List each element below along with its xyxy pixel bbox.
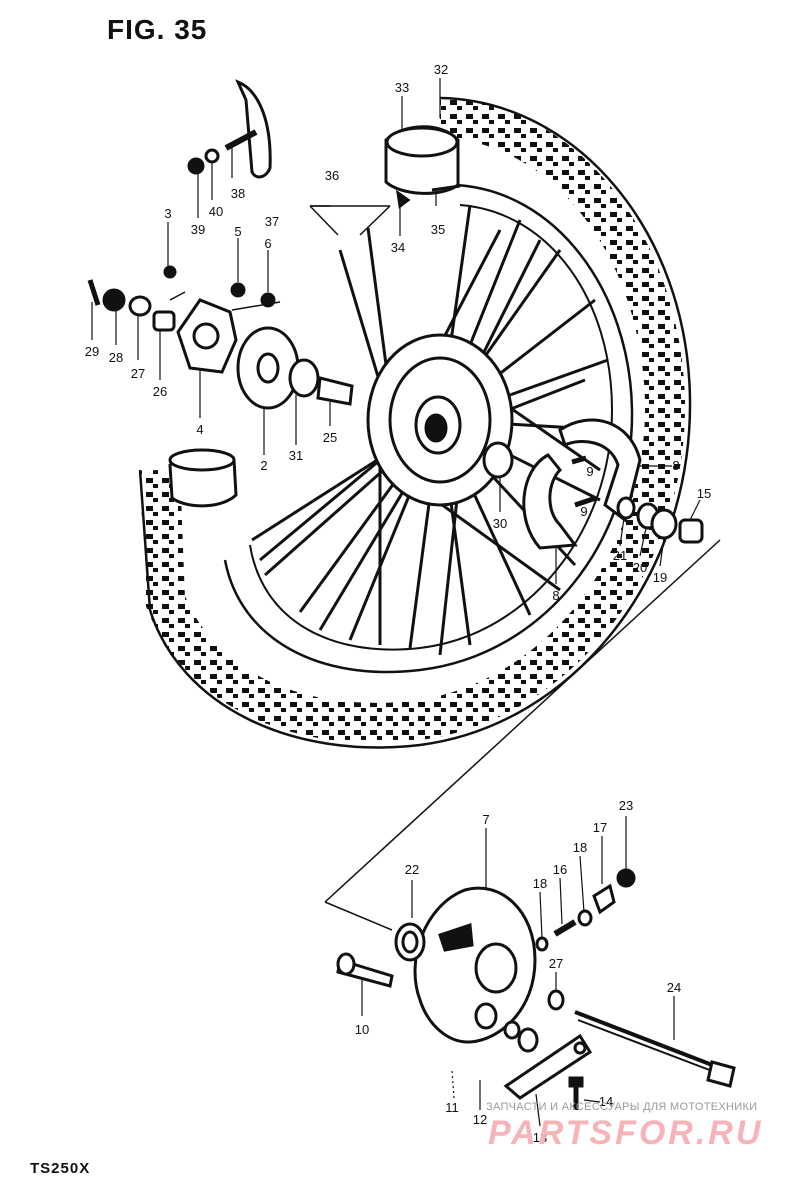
callout-7: 7 xyxy=(482,812,489,827)
callout-8-top: 8 xyxy=(672,458,679,473)
callout-9-top: 9 xyxy=(586,464,593,479)
callout-9-bottom: 9 xyxy=(580,504,587,519)
figure-title: FIG. 35 xyxy=(107,14,208,45)
callout-23: 23 xyxy=(619,798,633,813)
callout-30: 30 xyxy=(493,516,507,531)
callout-36: 36 xyxy=(325,168,339,183)
callout-24: 24 xyxy=(667,980,681,995)
leader-lines xyxy=(91,78,701,1127)
model-label: TS250X xyxy=(30,1160,91,1177)
wheel-hub xyxy=(366,333,514,507)
rim-band xyxy=(187,79,272,179)
seals-right xyxy=(616,496,704,544)
sprocket-assembly xyxy=(87,265,354,410)
brake-shoes xyxy=(522,418,642,550)
callout-8-bottom: 8 xyxy=(552,588,559,603)
callout-35: 35 xyxy=(431,222,445,237)
callout-31: 31 xyxy=(289,448,303,463)
callout-13: 13 xyxy=(533,1130,547,1145)
watermark-tagline: ЗАПЧАСТИ И АКСЕССУАРЫ ДЛЯ МОТОТЕХНИКИ xyxy=(486,1101,758,1113)
callout-labels: 32 33 34 35 36 37 38 39 40 3 5 6 29 28 2… xyxy=(85,62,711,1145)
callout-17: 17 xyxy=(593,820,607,835)
callout-18-left: 18 xyxy=(533,876,547,891)
callout-16: 16 xyxy=(553,862,567,877)
callout-15: 15 xyxy=(697,486,711,501)
callout-4: 4 xyxy=(196,422,203,437)
callout-10: 10 xyxy=(355,1022,369,1037)
callout-21: 21 xyxy=(613,548,627,563)
callout-26: 26 xyxy=(153,384,167,399)
callout-29: 29 xyxy=(85,344,99,359)
callout-32: 32 xyxy=(434,62,448,77)
brake-panel xyxy=(336,886,537,1044)
callout-22: 22 xyxy=(405,862,419,877)
tire xyxy=(138,96,692,749)
callout-11: 11 xyxy=(445,1100,459,1115)
callout-27-top: 27 xyxy=(131,366,145,381)
tube-segment xyxy=(168,448,238,508)
callout-3: 3 xyxy=(164,206,171,221)
watermark-logo: PARTSFOR.RU xyxy=(488,1114,764,1152)
callout-14: 14 xyxy=(599,1094,613,1109)
callout-18-right: 18 xyxy=(573,840,587,855)
callout-2: 2 xyxy=(260,458,267,473)
callout-28: 28 xyxy=(109,350,123,365)
callout-20: 20 xyxy=(633,560,647,575)
callout-19: 19 xyxy=(653,570,667,585)
guide-lines xyxy=(169,205,721,931)
callout-25: 25 xyxy=(323,430,337,445)
callout-34: 34 xyxy=(391,240,405,255)
callout-27-bottom: 27 xyxy=(549,956,563,971)
rim-lock-parts xyxy=(384,125,461,209)
callout-39: 39 xyxy=(191,222,205,237)
lower-small-parts xyxy=(503,868,736,1110)
callout-6: 6 xyxy=(264,236,271,251)
callout-5: 5 xyxy=(234,224,241,239)
callout-40: 40 xyxy=(209,204,223,219)
callout-12: 12 xyxy=(473,1112,487,1127)
callout-37: 37 xyxy=(265,214,279,229)
callout-38: 38 xyxy=(231,186,245,201)
callout-33: 33 xyxy=(395,80,409,95)
